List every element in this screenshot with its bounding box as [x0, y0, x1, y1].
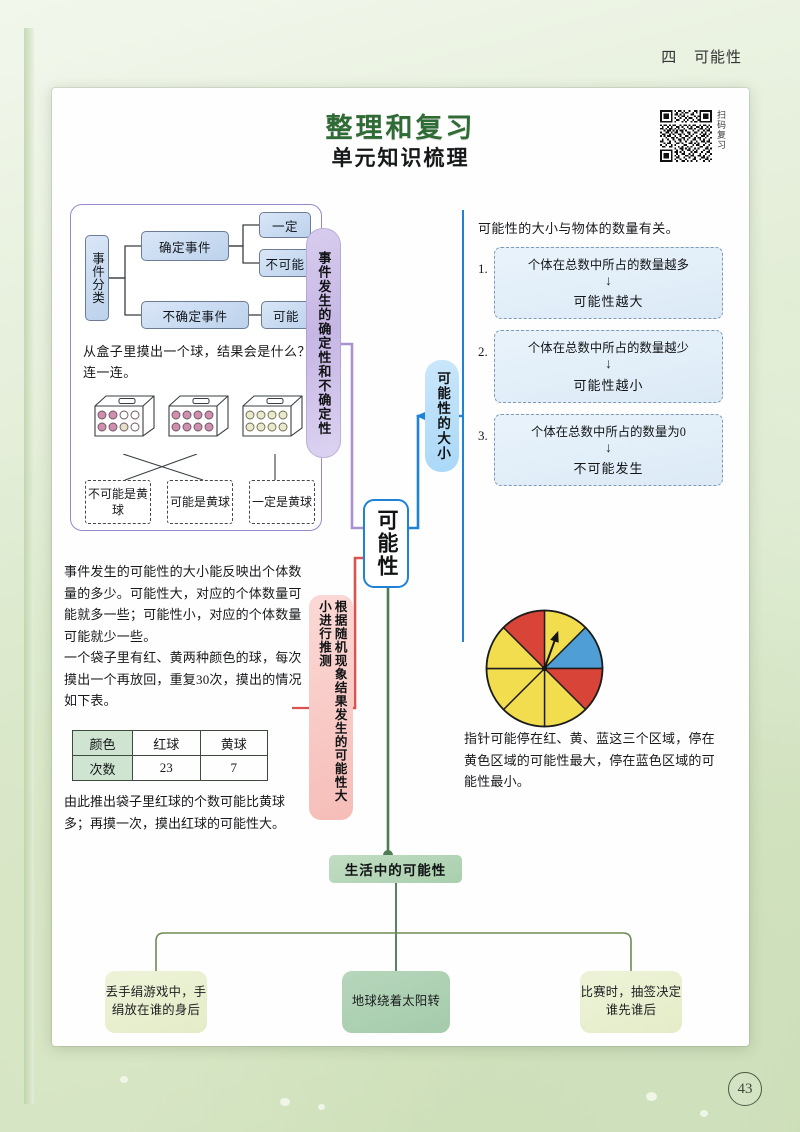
magnitude-item: 2. 个体在总数中所占的数量越少 ↓ 可能性越小 [478, 330, 723, 403]
header-unit-number: 四 [661, 50, 678, 66]
ball-box-mixed-icon [94, 395, 155, 437]
magnitude-item: 1. 个体在总数中所占的数量越多 ↓ 可能性越大 [478, 247, 723, 320]
down-arrow-icon: ↓ [605, 357, 612, 373]
ball-draw-table: 颜色 红球 黄球 次数 23 7 [72, 730, 268, 781]
down-arrow-icon: ↓ [605, 440, 612, 456]
table-row: 颜色 红球 黄球 [72, 730, 268, 756]
ball-box-all-pink-icon [168, 395, 229, 437]
tree-node-root: 事件分类 [85, 235, 109, 321]
magnitude-panel: 可能性的大小与物体的数量有关。 1. 个体在总数中所占的数量越多 ↓ 可能性越大… [462, 210, 727, 642]
magnitude-item-box: 个体在总数中所占的数量越少 ↓ 可能性越小 [494, 330, 723, 403]
table-cell-red-label: 红球 [132, 730, 201, 756]
branch-label-certainty[interactable]: 事件发生的确定性和不确定性 [306, 228, 341, 458]
page-number: 43 [728, 1072, 762, 1106]
page-title: 整理和复习 [325, 113, 476, 143]
answer-box-certain[interactable]: 一定是黄球 [249, 480, 315, 524]
life-example-box[interactable]: 丢手绢游戏中，手绢放在谁的身后 [105, 971, 207, 1033]
tree-node-uncertain-event: 不确定事件 [141, 301, 249, 329]
life-branch-lines [155, 883, 632, 971]
matching-lines [122, 454, 276, 481]
down-arrow-icon: ↓ [605, 274, 612, 289]
certainty-panel: 事件分类 确定事件 不确定事件 一定 不可能 可能 从盒子里摸出一个球，结果会是… [70, 204, 322, 531]
magnitude-item-number: 1. [478, 261, 488, 276]
table-cell-yellow-count: 7 [199, 755, 268, 781]
magnitude-item-number: 3. [478, 427, 488, 443]
inference-paragraph-1: 事件发生的可能性的大小能反映出个体数量的多少。可能性大，对应的个体数量可能就多一… [64, 564, 302, 644]
decor-fleck [318, 1104, 325, 1110]
answer-box-possible[interactable]: 可能是黄球 [167, 480, 233, 524]
inference-paragraph-2: 一个袋子里有红、黄两种颜色的球，每次摸出一个再放回，重复30次，摸出的情况如下表… [64, 650, 302, 709]
life-examples-section: 生活中的可能性 丢手绢游戏中，手绢放在谁的身后 地球绕着太阳转 比赛时，抽签决定… [52, 843, 749, 1043]
spinner-caption: 指针可能停在红、黄、蓝这三个区域，停在黄色区域的可能性最大，停在蓝色区域的可能性… [464, 731, 715, 790]
branch-label-certainty-text: 事件发生的确定性和不确定性 [316, 250, 332, 436]
magnitude-item-result: 可能性越大 [573, 294, 644, 310]
table-cell-red-count: 23 [132, 755, 201, 781]
magnitude-item: 3. 个体在总数中所占的数量为0 ↓ 不可能发生 [478, 413, 723, 487]
table-cell-yellow-label: 黄球 [199, 730, 268, 756]
worksheet-page: 整理和复习 单元知识梳理 [52, 88, 749, 1046]
magnitude-item-result: 不可能发生 [573, 461, 644, 477]
life-branch-node[interactable]: 生活中的可能性 [329, 855, 462, 883]
mindmap-center-label: 可能性 [375, 509, 398, 578]
life-example-box[interactable]: 比赛时，抽签决定谁先谁后 [580, 971, 682, 1033]
header-unit-title: 可能性 [693, 50, 742, 66]
decor-fleck [120, 1076, 128, 1083]
magnitude-panel-heading: 可能性的大小与物体的数量有关。 [478, 221, 680, 236]
tree-lines [109, 224, 261, 316]
table-row: 次数 23 7 [72, 755, 268, 781]
table-row-header-color: 颜色 [72, 730, 133, 756]
ball-box-row [93, 390, 305, 454]
book-spine [24, 28, 34, 1104]
question-prompt: 从盒子里摸出一个球，结果会是什么？连一连。 [83, 344, 311, 381]
ball-box-all-yellow-icon [242, 395, 303, 437]
qr-review-block[interactable]: 扫码复习 [660, 110, 726, 162]
branch-label-magnitude-text: 可能性的大小 [435, 371, 451, 461]
answer-box-row: 不可能是黄球 可能是黄球 一定是黄球 [85, 480, 315, 524]
running-header: 四 可能性 [661, 46, 742, 67]
answer-box-impossible[interactable]: 不可能是黄球 [85, 480, 151, 524]
spinner-pointer-icon [543, 630, 559, 669]
qr-code-icon[interactable] [660, 110, 713, 162]
table-row-header-count: 次数 [72, 755, 133, 781]
magnitude-item-result: 可能性越小 [573, 377, 644, 393]
mindmap-center-node[interactable]: 可能性 [363, 499, 409, 588]
inference-conclusion: 由此推出袋子里红球的个数可能比黄球多；再摸一次，摸出红球的可能性大。 [64, 794, 286, 831]
magnitude-item-number: 2. [478, 344, 488, 360]
page-subtitle: 单元知识梳理 [331, 147, 470, 170]
decor-fleck [646, 1092, 657, 1101]
life-example-box[interactable]: 地球绕着太阳转 [342, 971, 450, 1033]
event-classification-tree: 事件分类 确定事件 不确定事件 一定 不可能 可能 [71, 205, 323, 335]
magnitude-item-premise: 个体在总数中所占的数量越少 [527, 341, 690, 356]
spinner-wheel-chart [485, 609, 604, 728]
magnitude-item-premise: 个体在总数中所占的数量越多 [527, 258, 690, 272]
tree-node-impossible: 不可能 [259, 249, 311, 277]
branch-label-inference-text: 根据随机现象结果发生的可能性大小进行推测 [317, 600, 347, 803]
decor-fleck [700, 1110, 708, 1117]
branch-label-magnitude[interactable]: 可能性的大小 [425, 360, 459, 472]
qr-label: 扫码复习 [716, 110, 726, 150]
magnitude-item-box: 个体在总数中所占的数量为0 ↓ 不可能发生 [494, 413, 723, 487]
tree-node-definitely: 一定 [259, 212, 311, 238]
decor-fleck [280, 1098, 290, 1106]
tree-node-possible: 可能 [261, 301, 311, 329]
life-branch-label: 生活中的可能性 [344, 863, 447, 878]
magnitude-item-box: 个体在总数中所占的数量越多 ↓ 可能性越大 [494, 247, 723, 320]
inference-text-block: 事件发生的可能性的大小能反映出个体数量的多少。可能性大，对应的个体数量可能就多一… [64, 561, 304, 712]
branch-label-inference[interactable]: 根据随机现象结果发生的可能性大小进行推测 [309, 595, 353, 820]
magnitude-item-premise: 个体在总数中所占的数量为0 [530, 424, 686, 439]
tree-node-certain-event: 确定事件 [141, 231, 229, 261]
